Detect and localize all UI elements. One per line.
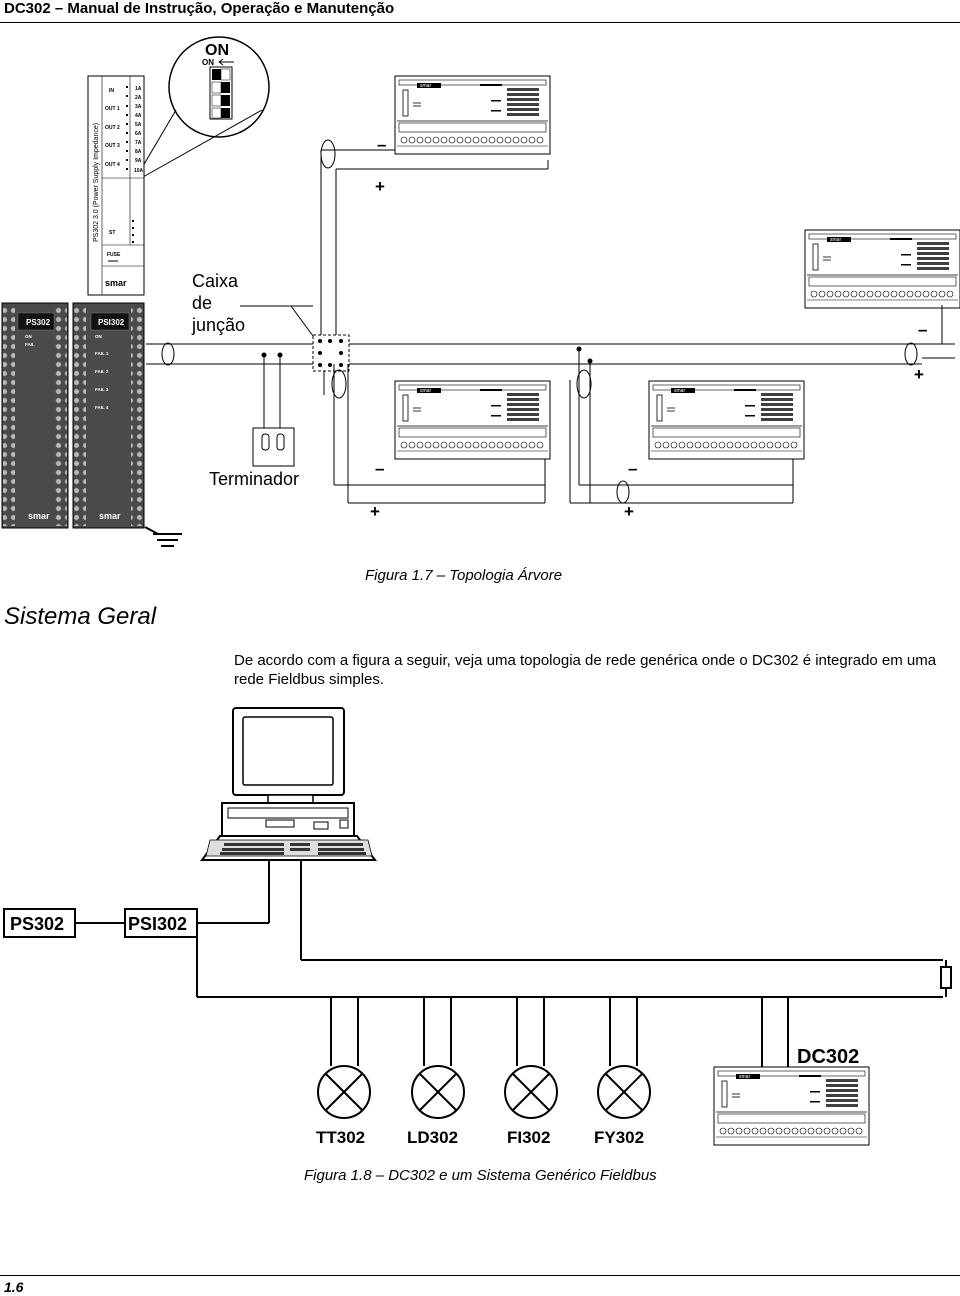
junction-label-line3: junção xyxy=(191,315,245,335)
dc302-module-lower-right xyxy=(648,380,805,460)
fuse-1a: 1A xyxy=(135,86,142,92)
ps302-led-fail: FAIL xyxy=(25,342,35,347)
junction-label-line2: de xyxy=(192,293,212,313)
fuse-3a: 3A xyxy=(135,104,142,110)
page-header-title: DC302 – Manual de Instrução, Operação e … xyxy=(4,0,395,17)
polarity-plus-2: + xyxy=(914,365,924,384)
polarity-plus-1: + xyxy=(375,177,385,196)
device-tt302: TT302 xyxy=(316,1128,365,1147)
spur-cable-3 xyxy=(569,349,794,504)
dc302-module-upper-left xyxy=(394,75,551,155)
polarity-minus-3: – xyxy=(375,459,384,478)
fuse-9a: 9A xyxy=(135,158,142,164)
ps-row-out2: OUT 2 xyxy=(105,125,120,131)
ps-row-st: ST xyxy=(109,230,115,236)
fieldbus-network xyxy=(75,860,952,1067)
trunk-cable xyxy=(146,342,955,366)
device-fy302: FY302 xyxy=(594,1128,644,1147)
spur-cable-2 xyxy=(331,364,546,504)
switch-on-small-label: ON xyxy=(202,58,214,67)
psi302-led-fail4: FAIL 4 xyxy=(95,405,109,410)
section-paragraph: De acordo com a figura a seguir, veja um… xyxy=(234,652,937,688)
device-fi302: FI302 xyxy=(507,1128,550,1147)
psi302-box: PSI302 xyxy=(124,908,198,938)
field-devices xyxy=(317,1065,651,1119)
ps302-box: PS302 xyxy=(3,908,76,938)
ps-row-in: IN xyxy=(109,88,114,94)
figure-1-7-caption: Figura 1.7 – Topologia Árvore xyxy=(365,567,563,584)
device-ld302: LD302 xyxy=(407,1128,458,1147)
polarity-plus-3: + xyxy=(370,502,380,521)
psi302-led-fail2: FAIL 2 xyxy=(95,369,109,374)
junction-box xyxy=(240,305,350,372)
terminator-label: Terminador xyxy=(209,469,299,489)
psi302-led-fail1: FAIL 1 xyxy=(95,351,109,356)
ps-side-label: PS302 3.0 (Power Supply Impedance) xyxy=(93,123,100,242)
ps-row-out4: OUT 4 xyxy=(105,162,120,168)
ps-row-out3: OUT 3 xyxy=(105,143,120,149)
polarity-minus-4: – xyxy=(628,459,637,478)
polarity-plus-4: + xyxy=(624,502,634,521)
fuse-5a: 5A xyxy=(135,122,142,128)
section-title: Sistema Geral xyxy=(4,603,157,630)
ps-panel-brand: smar xyxy=(105,278,127,288)
fuse-2a: 2A xyxy=(135,95,142,101)
psi302-rack-module: PSI302 ON FAIL 1 FAIL 2 FAIL 3 FAIL 4 sm… xyxy=(72,302,145,529)
ps302-led-on: ON xyxy=(25,334,32,339)
dc302-label: DC302 xyxy=(797,1046,859,1068)
ps302-box-label: PS302 xyxy=(10,914,64,934)
dc302-module-right xyxy=(804,229,960,309)
fuse-8a: 8A xyxy=(135,149,142,155)
spur-cable-right xyxy=(941,305,955,345)
psi302-led-fail3: FAIL 3 xyxy=(95,387,109,392)
ps302-power-supply-panel: PS302 3.0 (Power Supply Impedance) IN OU… xyxy=(87,75,145,296)
ps302-rack-module: PS302 ON FAIL smar xyxy=(1,302,69,529)
fuse-10a: 10A xyxy=(134,168,144,174)
computer-workstation xyxy=(200,707,377,861)
header-rule xyxy=(0,22,960,23)
dip-switch-callout: ON ON xyxy=(142,36,270,178)
page-number: 1.6 xyxy=(4,1279,24,1295)
ps302-module-brand: smar xyxy=(28,511,50,521)
fuse-6a: 6A xyxy=(135,131,142,137)
module-psi302-label: PSI302 xyxy=(98,318,125,327)
junction-label-line1: Caixa xyxy=(192,271,239,291)
ps-row-out1: OUT 1 xyxy=(105,106,120,112)
polarity-minus-2: – xyxy=(918,320,927,339)
psi302-module-brand: smar xyxy=(99,511,121,521)
ground-symbol xyxy=(144,526,182,547)
figure-1-8-caption: Figura 1.8 – DC302 e um Sistema Genérico… xyxy=(304,1167,657,1184)
switch-on-big-label: ON xyxy=(205,42,229,59)
module-ps302-label: PS302 xyxy=(26,318,51,327)
polarity-minus-1: – xyxy=(377,135,386,154)
ps-row-fuse: FUSE xyxy=(107,252,121,258)
dc302-module-fig2 xyxy=(713,1066,870,1146)
footer-rule xyxy=(0,1275,960,1276)
dc302-module-lower-left xyxy=(394,380,551,460)
terminator xyxy=(252,355,295,467)
spur-cable-1 xyxy=(320,124,549,395)
psi302-led-on: ON xyxy=(95,334,102,339)
fuse-7a: 7A xyxy=(135,140,142,146)
fuse-4a: 4A xyxy=(135,113,142,119)
psi302-box-label: PSI302 xyxy=(128,914,187,934)
